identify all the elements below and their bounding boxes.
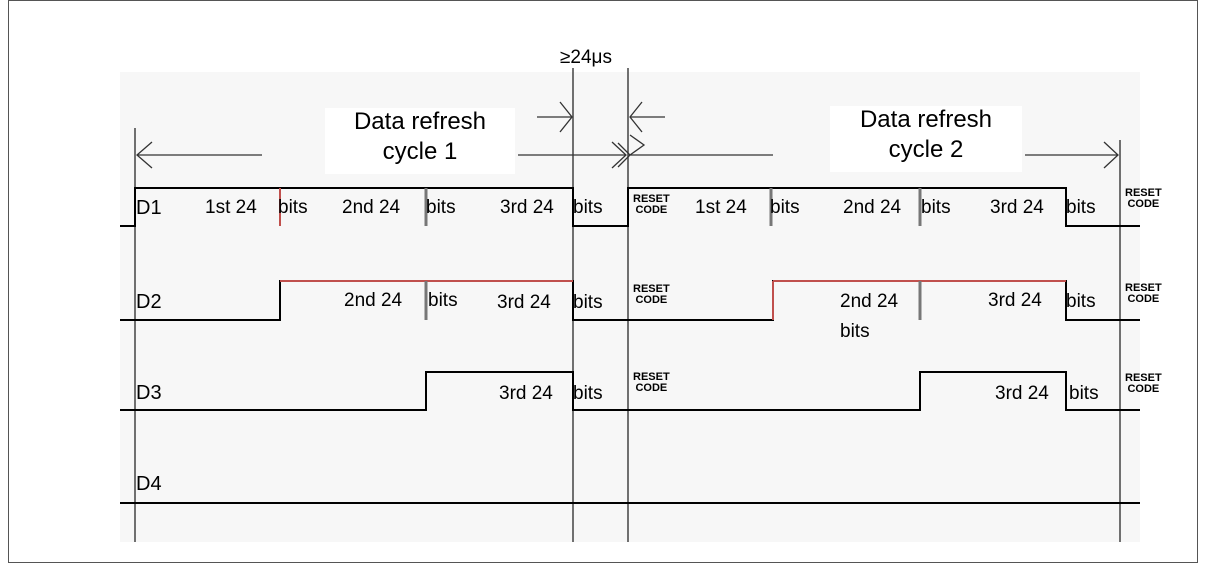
d2-c1-seg2-bits: bits: [428, 290, 458, 311]
reset-code-bottom: CODE: [635, 204, 668, 216]
d1-c2-seg3-bits: bits: [1066, 197, 1096, 218]
d1-c2-seg2-label: 2nd 24: [843, 197, 902, 218]
d1-c1-seg1-bits: bits: [278, 197, 308, 218]
cycle1-label-box: Data refresh cycle 1: [325, 108, 515, 174]
d1-c1-seg2-bits: bits: [426, 197, 456, 218]
reset-code-d2-c2: RESET CODE: [1125, 283, 1162, 305]
reset-code-bottom: CODE: [635, 382, 668, 394]
cycle1-label-line2: cycle 1: [382, 138, 458, 165]
d3-c1-seg3-label: 3rd 24: [499, 383, 553, 404]
reset-code-top: RESET: [633, 371, 670, 383]
d1-c2-seg2-bits: bits: [921, 197, 951, 218]
d2-c2-seg2-label: 2nd 24: [840, 291, 899, 312]
signal-label-d2: D2: [136, 291, 162, 313]
gap-right-arrowhead: [629, 101, 643, 133]
d3-c1-seg3-bits: bits: [573, 383, 603, 404]
cycle1-right-arrowhead: [611, 141, 627, 169]
reset-code-bottom: CODE: [1127, 198, 1160, 210]
cycle2-label-box: Data refresh cycle 2: [830, 106, 1022, 172]
cycle2-cross-arrowhead: [617, 142, 631, 168]
reset-code-top: RESET: [1125, 187, 1162, 199]
d1-c1-seg3-bits: bits: [573, 197, 603, 218]
d2-c1-seg3-bits: bits: [573, 292, 603, 313]
d2-c2-seg3-bits: bits: [1066, 291, 1096, 312]
reset-code-d3-c1: RESET CODE: [633, 372, 670, 394]
d2-c2-seg2-bits: bits: [840, 321, 870, 342]
reset-code-bottom: CODE: [1127, 383, 1160, 395]
d3-waveform: [120, 371, 1140, 411]
reset-code-d1-c1: RESET CODE: [633, 194, 670, 216]
d2-c1-seg2-label: 2nd 24: [344, 290, 403, 311]
signal-label-d1: D1: [136, 197, 162, 219]
cycle2-label-line1: Data refresh: [859, 106, 993, 133]
reset-code-d3-c2: RESET CODE: [1125, 373, 1162, 395]
d2-c1-seg3-label: 3rd 24: [497, 292, 551, 313]
reset-code-bottom: CODE: [635, 294, 668, 306]
gap-left-arrowhead: [559, 101, 573, 133]
cycle2-label-line2: cycle 2: [888, 136, 964, 163]
d1-c2-seg1-label: 1st 24: [695, 197, 747, 218]
cycle2-right-arrowhead: [1103, 141, 1119, 169]
reset-code-top: RESET: [1125, 372, 1162, 384]
d1-c2-seg3-label: 3rd 24: [990, 197, 1044, 218]
d2-c2-seg3-label: 3rd 24: [988, 290, 1042, 311]
cycle1-left-arrowhead: [136, 141, 153, 169]
reset-code-top: RESET: [633, 193, 670, 205]
d1-c1-seg2-label: 2nd 24: [342, 197, 401, 218]
d3-c2-seg3-bits: bits: [1069, 383, 1099, 404]
reset-code-d1-c2: RESET CODE: [1125, 188, 1162, 210]
reset-code-bottom: CODE: [1127, 293, 1160, 305]
reset-code-top: RESET: [1125, 282, 1162, 294]
signal-label-d3: D3: [136, 382, 162, 404]
d1-c1-seg1-label: 1st 24: [205, 197, 257, 218]
reset-code-top: RESET: [633, 283, 670, 295]
d1-c2-seg1-bits: bits: [770, 197, 800, 218]
cycle1-label-line1: Data refresh: [353, 108, 487, 135]
cycle2-left-arrowhead: [629, 134, 646, 156]
d3-c2-seg3-label: 3rd 24: [995, 383, 1049, 404]
d1-c1-seg3-label: 3rd 24: [500, 197, 554, 218]
gap-time-label: ≥24μs: [560, 47, 613, 68]
signal-label-d4: D4: [136, 473, 162, 495]
d2-waveform: [120, 280, 1140, 321]
reset-code-d2-c1: RESET CODE: [633, 284, 670, 306]
d1-waveform: [120, 187, 1140, 227]
